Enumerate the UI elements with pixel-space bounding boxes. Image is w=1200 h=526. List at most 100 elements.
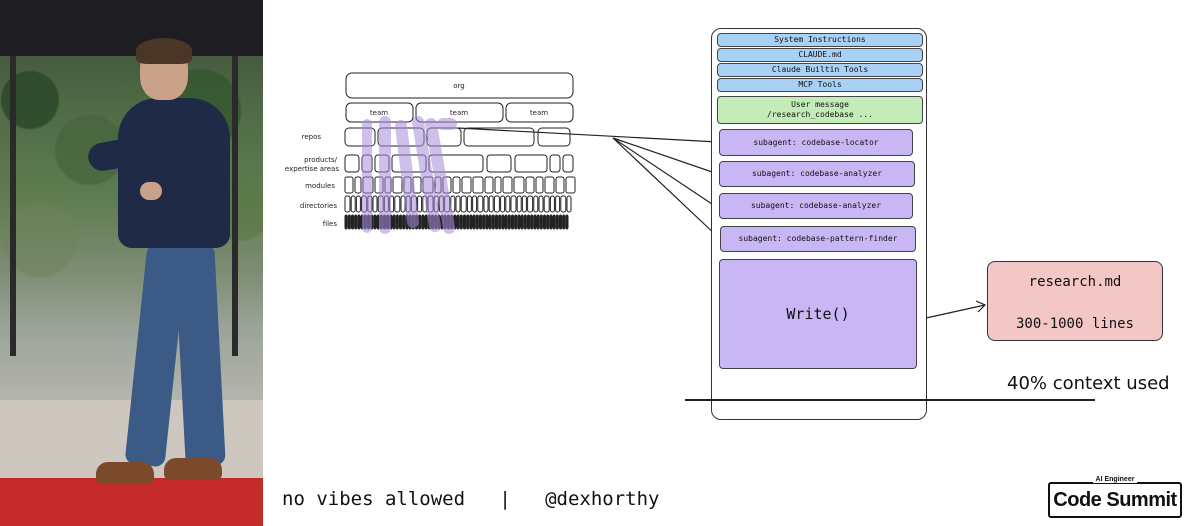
- subagent-block: subagent: codebase-locator: [719, 129, 913, 156]
- hierarchy-cell: [373, 214, 377, 230]
- hierarchy-cell: [502, 176, 513, 194]
- hierarchy-cell: [504, 214, 508, 230]
- hierarchy-cell: [460, 195, 467, 213]
- hierarchy-cell: [516, 195, 522, 213]
- level-label-expertise: expertise areas: [285, 165, 339, 173]
- hierarchy-cell: [498, 214, 502, 230]
- hierarchy-cell: [456, 214, 460, 230]
- hierarchy-cell: [513, 176, 525, 194]
- hierarchy-cell: [424, 214, 428, 230]
- code-summit-logo: AI Engineer Code Summit: [1048, 476, 1182, 518]
- context-used-label: 40% context used: [1007, 373, 1170, 394]
- speaker-shoe: [164, 458, 222, 480]
- output-line-count: 300-1000 lines: [1015, 316, 1134, 332]
- hierarchy-cell: [507, 214, 511, 230]
- user-message-command: /research_codebase ...: [767, 110, 873, 119]
- hierarchy-cell: [565, 214, 569, 230]
- hierarchy-cell: [549, 214, 553, 230]
- hierarchy-cell: [558, 214, 563, 230]
- hierarchy-cell: [477, 195, 484, 213]
- subagent-block: subagent: codebase-analyzer: [719, 193, 913, 219]
- logo-title: Code Summit: [1053, 489, 1177, 511]
- hierarchy-cell: [478, 214, 483, 230]
- output-filename: research.md: [1028, 274, 1122, 290]
- hierarchy-cell: [475, 214, 479, 230]
- mcp-tools-block: MCP Tools: [717, 78, 923, 92]
- hierarchy-cell: [488, 214, 492, 230]
- hierarchy-cell: [500, 195, 506, 213]
- hierarchy-cell: [452, 176, 461, 194]
- hierarchy-cell: [461, 176, 472, 194]
- hierarchy-cell: [469, 214, 473, 230]
- hierarchy-cell: [455, 195, 461, 213]
- hierarchy-cell: [525, 176, 535, 194]
- hierarchy-cell: [466, 195, 472, 213]
- speaker-shoe: [96, 462, 154, 484]
- hierarchy-cell: [392, 176, 403, 194]
- hierarchy-cell: [484, 176, 494, 194]
- level-label-directories: directories: [300, 202, 337, 210]
- window-frame: [232, 56, 238, 356]
- hierarchy-cell: [538, 195, 544, 213]
- hierarchy-cell: [539, 214, 543, 230]
- builtin-tools-block: Claude Builtin Tools: [717, 63, 923, 77]
- hierarchy-cell: [472, 176, 484, 194]
- hierarchy-cell: [350, 195, 356, 213]
- hierarchy-cell: [372, 195, 378, 213]
- team-node: [505, 102, 574, 123]
- hierarchy-cell: [357, 214, 361, 230]
- system-instructions-block: System Instructions: [717, 33, 923, 47]
- hierarchy-cell: [536, 214, 540, 230]
- hierarchy-cell: [376, 214, 380, 230]
- hierarchy-cell: [491, 214, 495, 230]
- level-label-modules: modules: [305, 182, 335, 190]
- level-label-repos: repos: [302, 133, 322, 141]
- hierarchy-cell: [485, 214, 489, 230]
- subagent-connectors: [457, 127, 987, 321]
- hierarchy-cell: [555, 195, 561, 213]
- hierarchy-cell: [533, 195, 539, 213]
- hierarchy-cell: [562, 214, 566, 230]
- hierarchy-cell: [527, 195, 534, 213]
- hierarchy-cell: [560, 195, 567, 213]
- team-label: team: [370, 109, 388, 117]
- hierarchy-cell: [482, 214, 486, 230]
- hierarchy-cell: [395, 214, 399, 230]
- hierarchy-cell: [472, 214, 476, 230]
- hierarchy-cell: [530, 214, 534, 230]
- subagent-block: subagent: codebase-analyzer: [719, 161, 915, 187]
- files-row: [344, 214, 569, 230]
- hierarchy-cell: [543, 195, 550, 213]
- hierarchy-cell: [521, 195, 527, 213]
- hierarchy-cell: [344, 214, 348, 230]
- hierarchy-cell: [494, 176, 502, 194]
- search-highlight-strokes: [362, 116, 457, 234]
- modules-row: [344, 176, 576, 194]
- hierarchy-cell: [523, 214, 527, 230]
- speaker-hand: [140, 182, 162, 200]
- hierarchy-cell: [520, 214, 524, 230]
- hierarchy-cell: [392, 214, 396, 230]
- hierarchy-cell: [347, 214, 351, 230]
- level-label-files: files: [323, 220, 338, 228]
- red-carpet: [0, 478, 263, 526]
- hierarchy-cell: [566, 195, 572, 213]
- hierarchy-cell: [488, 195, 494, 213]
- hierarchy-cell: [483, 195, 489, 213]
- hierarchy-cell: [565, 176, 576, 194]
- hierarchy-cell: [555, 176, 565, 194]
- window-frame: [10, 56, 16, 356]
- hierarchy-cell: [398, 214, 403, 230]
- hierarchy-cell: [354, 214, 358, 230]
- research-output-file: research.md 300-1000 lines: [987, 261, 1163, 341]
- hierarchy-cell: [544, 176, 555, 194]
- write-block: Write(): [719, 259, 917, 369]
- context-threshold-line: [685, 399, 1095, 401]
- hierarchy-cell: [546, 214, 550, 230]
- org-label: org: [453, 82, 464, 90]
- hierarchy-cell: [517, 214, 521, 230]
- hierarchy-cell: [549, 195, 555, 213]
- hierarchy-cell: [514, 214, 518, 230]
- codebase-hierarchy-diagram: org team team team repos products/ exper…: [285, 72, 987, 321]
- hierarchy-cell: [505, 195, 511, 213]
